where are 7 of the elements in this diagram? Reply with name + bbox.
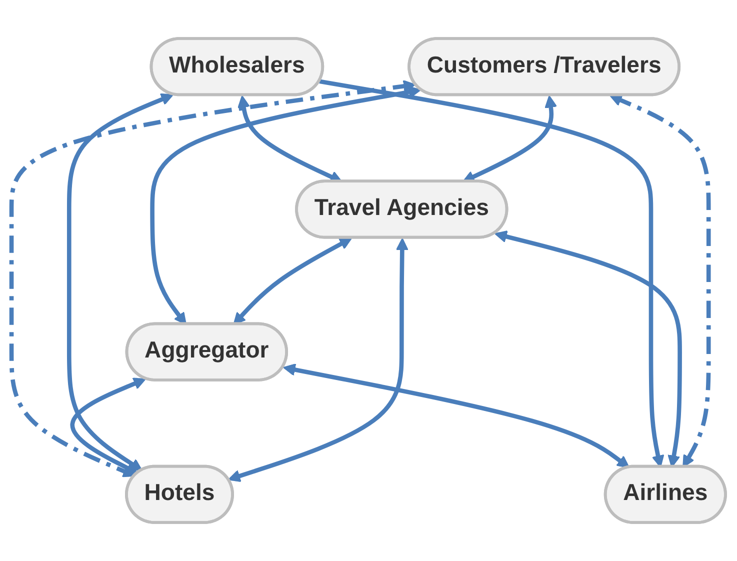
arrow (150, 86, 422, 325)
arrow (233, 238, 352, 325)
arrow (283, 363, 630, 468)
arrow (9, 80, 416, 478)
arrow (228, 238, 408, 482)
arrow (70, 378, 146, 474)
arrow (66, 93, 174, 471)
